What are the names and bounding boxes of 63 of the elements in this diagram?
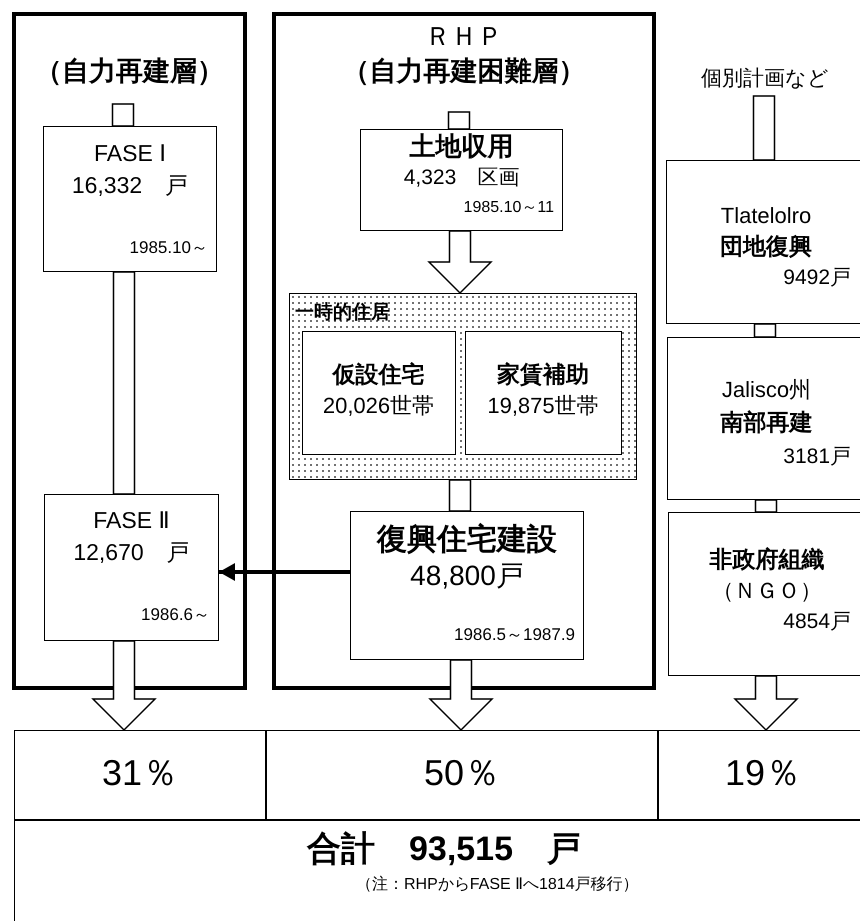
process-box xyxy=(44,494,219,641)
box-title: （ＮＧＯ） xyxy=(712,578,822,603)
process-box xyxy=(43,126,217,272)
percent-text: 31％ xyxy=(102,752,178,793)
block-arrow xyxy=(427,230,493,294)
date-text: 1985.10～ xyxy=(130,238,208,258)
date-text: 1985.10～11 xyxy=(464,198,554,217)
percent-text: 50％ xyxy=(424,752,500,793)
panel-heading: ＲＨＰ xyxy=(425,22,503,52)
count-text: 20,026世帯 xyxy=(322,393,434,418)
process-box xyxy=(350,511,584,660)
connector-bar xyxy=(754,499,778,513)
process-box xyxy=(667,337,860,500)
share-cell xyxy=(658,730,860,820)
group-panel xyxy=(12,12,247,690)
date-text: 1986.6～ xyxy=(141,604,210,624)
process-box xyxy=(360,129,563,231)
connector-bar xyxy=(448,479,472,512)
block-arrow xyxy=(428,659,494,732)
total-text: 合計 93,515 戸 xyxy=(307,830,581,869)
connector-bar xyxy=(752,95,776,161)
process-box xyxy=(668,512,860,676)
box-title: 復興住宅建設 xyxy=(377,522,557,557)
share-cell xyxy=(14,730,266,820)
box-title: Jalisco州 xyxy=(722,376,812,402)
panel-heading: （自力再建困難層） xyxy=(342,56,586,88)
count-text: 19,875世帯 xyxy=(487,393,599,418)
count-text: 48,800戸 xyxy=(410,560,524,592)
date-text: 1986.5～1987.9 xyxy=(454,624,575,644)
process-box xyxy=(666,160,860,324)
box-title: FASE Ⅰ xyxy=(94,140,166,166)
box-title: 土地収用 xyxy=(410,132,514,162)
panel-label: 一時的住居 xyxy=(295,302,390,324)
count-text: 12,670 戸 xyxy=(73,538,190,565)
process-box xyxy=(302,330,456,454)
count-text: 4854戸 xyxy=(783,610,851,634)
dotted-panel xyxy=(289,293,637,480)
panel-heading: （自力再建層） xyxy=(35,56,224,88)
count-text: 16,332 戸 xyxy=(72,172,188,198)
connector-bar xyxy=(448,111,470,130)
box-title: 仮設住宅 xyxy=(332,361,424,388)
box-title: Tlatelolro xyxy=(720,202,812,228)
box-title: 家賃補助 xyxy=(497,361,589,388)
count-text: 3181戸 xyxy=(783,444,851,469)
column-heading: 個別計画など xyxy=(694,62,836,96)
box-title: 団地復興 xyxy=(720,232,812,259)
total-cell xyxy=(14,820,860,921)
connector-bar xyxy=(112,271,136,495)
box-title: 非政府組織 xyxy=(710,546,824,572)
block-arrow xyxy=(733,675,799,732)
connector-bar xyxy=(112,103,134,127)
process-box xyxy=(464,330,622,454)
percent-text: 19％ xyxy=(724,752,802,793)
arrow xyxy=(219,563,350,581)
box-title: 南部再建 xyxy=(720,408,812,435)
count-text: 4,323 区画 xyxy=(404,166,520,190)
share-cell xyxy=(266,730,658,820)
count-text: 9492戸 xyxy=(783,266,851,290)
group-panel xyxy=(272,12,656,690)
note-text: （注：RHPからFASE Ⅱへ1814戸移行） xyxy=(356,876,639,894)
block-arrow xyxy=(91,640,157,732)
connector-bar xyxy=(754,323,776,338)
box-title: FASE Ⅱ xyxy=(93,506,170,533)
